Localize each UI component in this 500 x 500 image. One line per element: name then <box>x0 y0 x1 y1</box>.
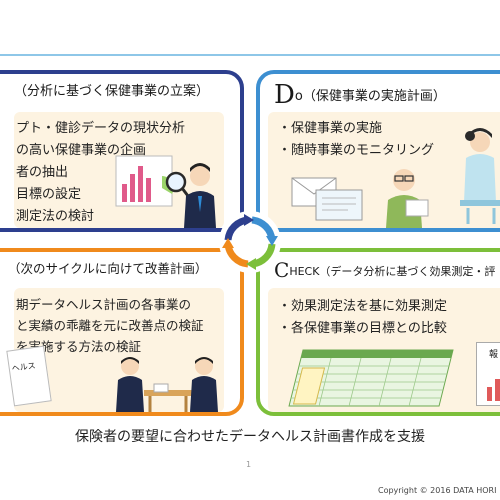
report-document: ヘルス <box>6 345 52 407</box>
check-title: CHECK（データ分析に基づく効果測定・評 <box>274 258 495 282</box>
chart-bar-icon <box>138 166 143 202</box>
glasses-icon <box>394 175 404 182</box>
nurse-illustration <box>460 128 500 224</box>
act-item: と実績の乖離を元に改善点の検証 <box>16 318 204 333</box>
paper-icon <box>153 383 169 393</box>
check-title-rest: HECK（データ分析に基づく効果測定・評 <box>289 265 496 278</box>
do-title: Do（保健事業の実施計画） <box>274 80 446 110</box>
check-item: ・各保健事業の目標との比較 <box>278 321 447 336</box>
act-item: を実施する方法の検証 <box>16 339 142 354</box>
cycle-arrowhead-icon <box>222 238 234 248</box>
analyst-chart-illustration <box>115 155 216 228</box>
envelope-illustration <box>291 177 363 221</box>
do-title-letter: D <box>274 80 295 110</box>
do-item: ・随時事業のモニタリング <box>278 143 435 158</box>
person-suit-icon <box>116 376 144 412</box>
copyright-notice: Copyright © 2016 DATA HORI <box>378 486 497 495</box>
cycle-arrowhead-icon <box>266 236 278 246</box>
check-item: ・効果測定法を基に効果測定 <box>278 299 448 314</box>
plan-panel: プト・健診データの現状分析 の高い保健事業の企画 者の抽出 目標の設定 測定法の… <box>14 112 224 228</box>
do-panel: ・保健事業の実施 ・随時事業のモニタリング <box>268 112 500 228</box>
act-item: 期データヘルス計画の各事業の <box>16 297 192 312</box>
card-icon <box>292 367 326 405</box>
mini-bar-chart-icon <box>487 379 500 401</box>
reading-man-illustration <box>386 169 429 228</box>
check-list: ・効果測定法を基に効果測定 ・各保健事業の目標との比較 <box>278 296 447 340</box>
plan-item: 者の抽出 <box>16 165 69 180</box>
plan-box: （分析に基づく保健事業の立案） プト・健診データの現状分析 の高い保健事業の企画… <box>0 70 244 232</box>
check-panel: ・効果測定法を基に効果測定 ・各保健事業の目標との比較 報 <box>268 288 500 412</box>
plan-item: の高い保健事業の企画 <box>16 143 147 158</box>
report-board: 報 <box>476 342 500 406</box>
person-suit-icon <box>190 376 218 412</box>
page-number: 1 <box>246 460 252 469</box>
person-head-icon <box>195 357 213 375</box>
meeting-illustration <box>116 357 218 412</box>
person-head-icon <box>121 357 139 375</box>
person-head-icon <box>190 166 210 186</box>
act-panel: 期データヘルス計画の各事業の と実績の乖離を元に改善点の検証 を実施する方法の検… <box>6 288 224 412</box>
document-icon <box>315 189 363 221</box>
do-title-rest: o（保健事業の実施計画） <box>294 89 446 104</box>
spreadsheet-illustration <box>288 349 454 407</box>
plan-title: （分析に基づく保健事業の立案） <box>14 84 210 99</box>
plan-item: 目標の設定 <box>16 187 82 202</box>
do-item: ・保健事業の実施 <box>278 121 383 136</box>
act-list: 期データヘルス計画の各事業の と実績の乖離を元に改善点の検証 を実施する方法の検… <box>16 294 204 357</box>
person-head-icon <box>470 132 490 152</box>
do-box: Do（保健事業の実施計画） ・保健事業の実施 ・随時事業のモニタリング <box>256 70 500 232</box>
paper-icon <box>405 199 429 217</box>
report-document-label: ヘルス <box>11 361 37 374</box>
person-head-icon <box>393 169 415 191</box>
act-box: （次のサイクルに向けて改善計画） 期データヘルス計画の各事業の と実績の乖離を元… <box>0 248 244 416</box>
plan-item: プト・健診データの現状分析 <box>16 121 186 136</box>
top-divider-line <box>0 54 500 56</box>
report-board-label: 報 <box>489 350 499 360</box>
footer-caption: 保険者の要望に合わせたデータヘルス計画書作成を支援 <box>75 429 425 445</box>
check-title-letter: C <box>274 258 290 282</box>
magnifier-icon <box>165 171 187 193</box>
chart-bar-icon <box>130 174 135 202</box>
chart-bar-icon <box>146 178 151 202</box>
do-list: ・保健事業の実施 ・随時事業のモニタリング <box>278 118 434 162</box>
plan-list: プト・健診データの現状分析 の高い保健事業の企画 者の抽出 目標の設定 測定法の… <box>16 118 185 228</box>
check-box: CHECK（データ分析に基づく効果測定・評 ・効果測定法を基に効果測定 ・各保健… <box>256 248 500 416</box>
act-title: （次のサイクルに向けて改善計画） <box>8 261 208 276</box>
plan-item: 測定法の検討 <box>16 209 95 224</box>
meeting-table-icon <box>144 390 192 396</box>
cycle-arrowhead-icon <box>244 214 254 226</box>
chart-bar-icon <box>122 184 127 202</box>
pdca-cycle-icon <box>219 211 281 273</box>
person-body-icon <box>464 154 496 202</box>
cycle-arrowhead-icon <box>246 258 256 270</box>
